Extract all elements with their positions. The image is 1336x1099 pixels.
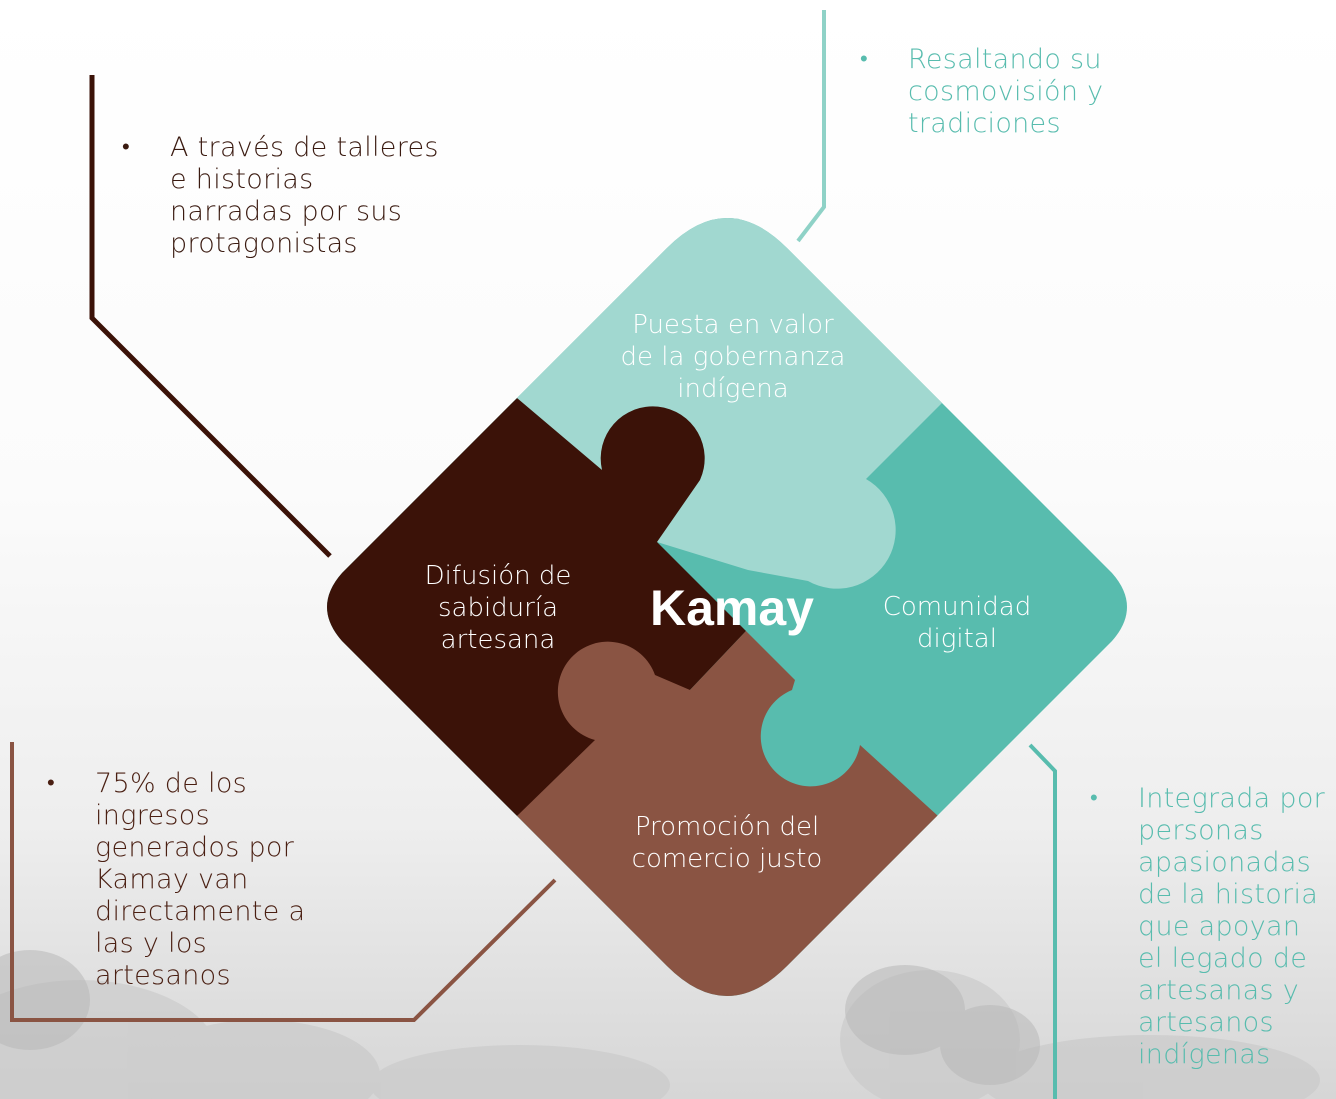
bullet-icon: • xyxy=(1090,786,1099,811)
piece-label-line: digital xyxy=(917,624,997,654)
piece-label-line: Comunidad xyxy=(883,592,1032,622)
note-text: Resaltando su cosmovisión y tradiciones xyxy=(908,44,1104,139)
piece-label-line: indígena xyxy=(677,374,788,404)
connector-line-bottom-right xyxy=(1028,743,1057,1099)
note-top-right: • Resaltando su cosmovisión y tradiciones xyxy=(860,44,1120,140)
piece-label-line: Promoción del xyxy=(635,812,819,842)
note-text: A través de talleres e historias narrada… xyxy=(170,132,439,259)
connector-line-top-right xyxy=(796,10,826,243)
note-top-left: • A través de talleres e historias narrad… xyxy=(122,132,442,260)
bullet-icon: • xyxy=(122,135,131,160)
piece-label-line: artesana xyxy=(441,625,556,655)
note-text: 75% de los ingresos generados por Kamay … xyxy=(95,768,306,991)
note-bottom-right: • Integrada por personas apasionadas de l… xyxy=(1090,783,1330,1071)
bullet-icon: • xyxy=(860,47,869,72)
center-title: Kamay xyxy=(650,580,814,636)
note-text: Integrada por personas apasionadas de la… xyxy=(1138,783,1326,1070)
piece-label-line: comercio justo xyxy=(632,844,823,874)
bullet-icon: • xyxy=(47,771,56,796)
puzzle-piece-bottom xyxy=(517,631,938,996)
piece-label-line: de la gobernanza xyxy=(621,342,846,372)
piece-label-line: Puesta en valor xyxy=(632,310,834,340)
connector-line-top-left xyxy=(89,75,332,558)
connector-line-bottom-left xyxy=(10,742,557,1022)
note-bottom-left: • 75% de los ingresos generados por Kamay… xyxy=(47,768,347,992)
piece-label-line: sabiduría xyxy=(438,593,558,623)
piece-label-line: Difusión de xyxy=(425,561,572,591)
